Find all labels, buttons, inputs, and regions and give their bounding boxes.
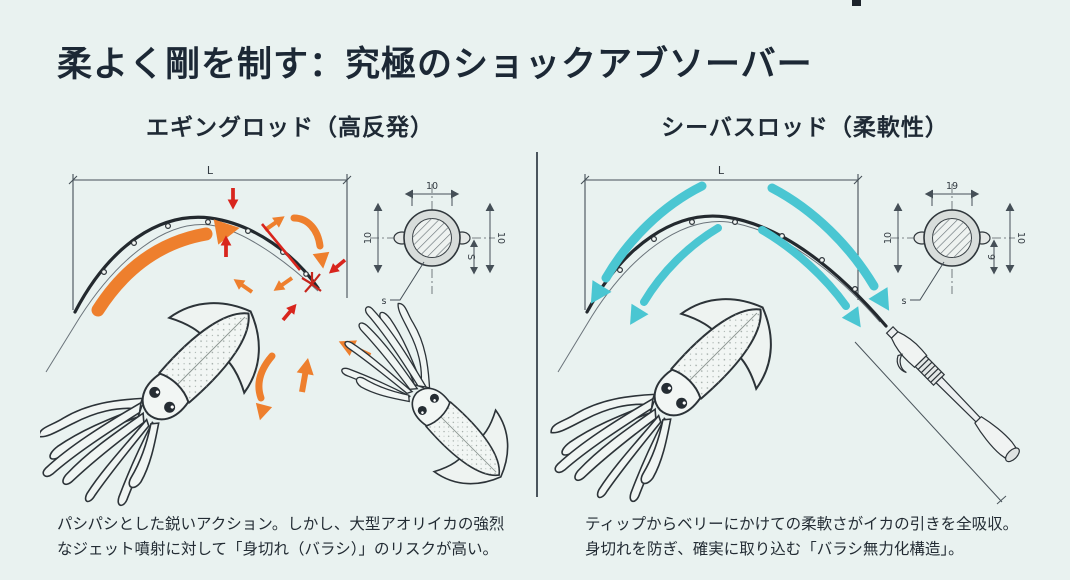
caption-line: ティップからベリーにかけての柔軟さがイカの引きを全吸収。 — [585, 515, 1019, 533]
page-title: 柔よく剛を制す：究極のショックアブソーバー — [57, 45, 813, 85]
length-dimension — [580, 174, 863, 310]
cs-top-dim: 19 — [946, 181, 958, 192]
flex-arrows — [581, 181, 899, 334]
caption-line: なジェット噴射に対して「身切れ（バラシ）」のリスクが高い。 — [57, 540, 498, 559]
fishing-line — [45, 224, 319, 373]
action-arrow — [91, 215, 242, 317]
right-panel-header: シーバスロッド（柔軟性） — [661, 115, 949, 141]
fishing-line — [557, 221, 881, 373]
line-break-burst — [301, 272, 322, 293]
left-panel-caption: パシパシとした鋭いアクション。しかし、大型アオリイカの強烈 なジェット噴射に対し… — [57, 512, 537, 562]
cs-left-dim: 10 — [363, 232, 374, 244]
caption-line: パシパシとした鋭いアクション。しかし、大型アオリイカの強烈 — [57, 515, 505, 533]
handle-dimension-line — [854, 341, 1007, 505]
length-label: L — [718, 164, 725, 177]
cs-leader-label: s — [382, 296, 387, 307]
seabass-rod-illustration: L — [550, 164, 1026, 510]
cs-leader-label: s — [902, 296, 907, 307]
stress-arrows — [220, 188, 349, 324]
eging-rod-illustration: L — [40, 164, 539, 510]
cs-top-dim: 10 — [426, 181, 438, 192]
squid-escaping — [317, 287, 539, 509]
rod-handle — [885, 325, 1020, 463]
right-panel-caption: ティップからベリーにかけての柔軟さがイカの引きを全吸収。 身切れを防ぎ、確実に取… — [585, 512, 1065, 562]
length-dimension — [68, 174, 352, 310]
caption-line: 身切れを防ぎ、確実に取り込む「バラシ無力化構造」。 — [585, 540, 964, 559]
crop-artifact-mark — [852, 0, 861, 6]
cs-left-dim: 10 — [883, 232, 894, 244]
squid-hooked — [40, 265, 290, 510]
jet-arrows — [230, 211, 374, 423]
cross-section-diagram: 10 10 10 S s — [363, 181, 506, 307]
cs-right-dim: 10 — [1015, 232, 1026, 244]
cs-right-dim: 10 — [495, 232, 506, 244]
cs-wall-dim: 9 — [985, 254, 996, 260]
cross-section-diagram: 19 10 10 9 s — [883, 181, 1026, 307]
panel-divider — [536, 152, 538, 497]
left-panel-header: エギングロッド（高反発） — [146, 115, 434, 141]
rod-guides — [616, 218, 859, 292]
cs-wall-dim: S — [465, 254, 476, 260]
squid-hooked — [550, 261, 802, 510]
length-label: L — [207, 164, 214, 177]
rod-blank — [585, 214, 888, 328]
